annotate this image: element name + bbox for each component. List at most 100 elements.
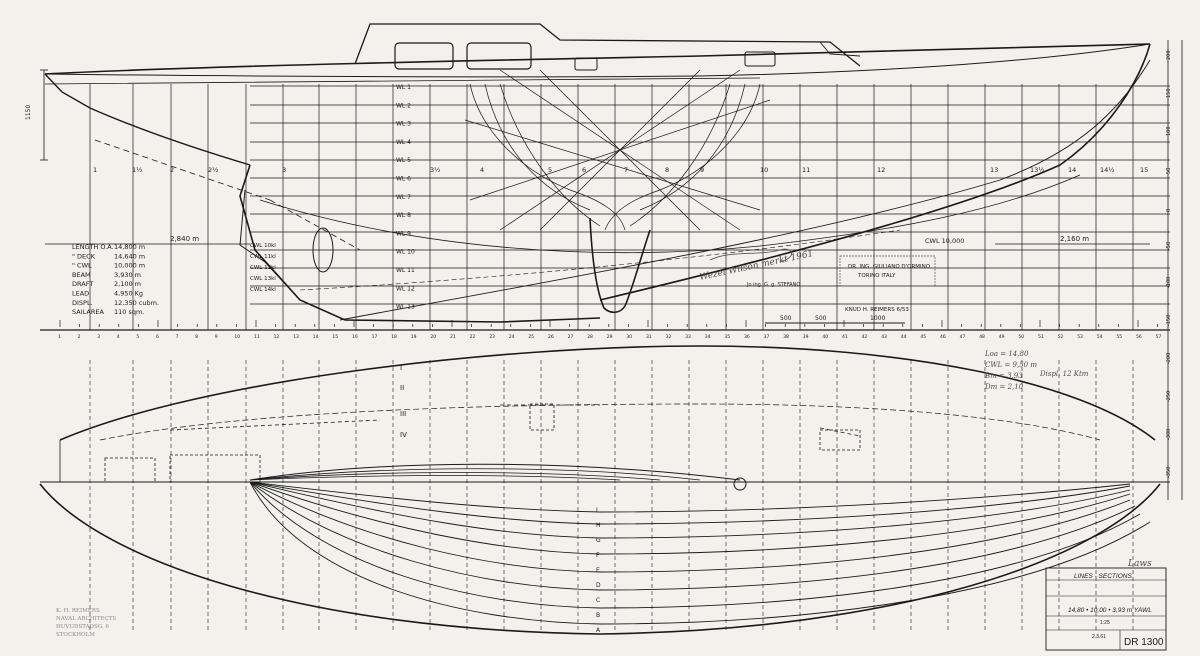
scale-tick-label: 18 bbox=[391, 334, 397, 340]
scale-tick-label: 14 bbox=[313, 334, 319, 340]
scale-tick-label: 23 bbox=[489, 334, 495, 340]
station-label: 7 bbox=[624, 166, 628, 174]
dimension-value: 110 sqm. bbox=[114, 308, 144, 316]
waterline-label: WL 11 bbox=[396, 267, 415, 274]
scale-tick-label: 9 bbox=[215, 334, 218, 340]
station-label: 3 bbox=[282, 166, 286, 174]
scale-tick-label: 50 bbox=[1018, 334, 1024, 340]
dimension-label: DISPL. bbox=[72, 299, 93, 307]
scale-tick-label: 55 bbox=[1116, 334, 1122, 340]
computation-line: Bm = 3,93 bbox=[984, 372, 1023, 380]
scale-tick-label: 12 bbox=[274, 334, 280, 340]
approval-stamp-line2: TORINO ITALY bbox=[857, 273, 896, 279]
cwl-label: CWL 11kl bbox=[250, 254, 276, 260]
scale-tick-label: 39 bbox=[803, 334, 809, 340]
scale-tick-label: 21 bbox=[450, 334, 456, 340]
scale-tick-label: 6 bbox=[156, 334, 159, 340]
scale-bar-500-b: 500 bbox=[815, 315, 827, 322]
station-label: 4 bbox=[480, 166, 484, 174]
station-label: 11 bbox=[802, 166, 810, 174]
scale-tick-label: 31 bbox=[646, 334, 652, 340]
scale-tick-label: 35 bbox=[724, 334, 730, 340]
station-label: 13 bbox=[990, 166, 998, 174]
buttock-letter: A bbox=[596, 627, 601, 634]
scale-tick-label: 11 bbox=[254, 334, 260, 340]
waterline-label: WL 1 bbox=[396, 84, 411, 91]
station-label: 14½ bbox=[1100, 166, 1115, 174]
scale-tick-label: 53 bbox=[1077, 334, 1083, 340]
computation-line: CWL = 9,50 m bbox=[985, 361, 1037, 369]
scale-tick-label: 2 bbox=[78, 334, 81, 340]
drawing-title: LINES - SECTIONS bbox=[1074, 573, 1132, 580]
waterline-label: WL 4 bbox=[396, 139, 411, 146]
plan-station-lines bbox=[89, 360, 1134, 630]
scale-tick-label: 34 bbox=[705, 334, 711, 340]
dimension-label: " DECK bbox=[72, 252, 96, 260]
margin-scale-label: -100 bbox=[1166, 277, 1172, 288]
margin-scale-label: 150 bbox=[1166, 88, 1172, 98]
scale-tick-label: 40 bbox=[822, 334, 828, 340]
station-label: 2½ bbox=[208, 166, 218, 174]
station-grid-verticals bbox=[89, 84, 1134, 330]
title-block: LINES - SECTIONS 14,80 • 10,00 • 3,93 m … bbox=[1045, 559, 1167, 651]
buttock-letter: B bbox=[596, 612, 600, 619]
dimension-value: 4,950 Kg bbox=[114, 290, 143, 298]
cwl-label: CWL 13kl bbox=[250, 276, 276, 282]
scale-tick-label: 1 bbox=[58, 334, 61, 340]
dimension-value: 12,350 cubm. bbox=[114, 299, 159, 307]
scale-tick-label: 36 bbox=[744, 334, 750, 340]
waterline-label: WL 6 bbox=[396, 176, 411, 183]
scale-tick-label: 3 bbox=[97, 334, 100, 340]
section-roman-label: III bbox=[400, 410, 406, 418]
margin-scale-label: -250 bbox=[1166, 391, 1172, 402]
station-label: 15 bbox=[1140, 166, 1148, 174]
designer-stamp-line: STOCKHOLM bbox=[56, 632, 95, 638]
designer-stamp-line: NAVAL ARCHITECTS bbox=[56, 616, 116, 622]
scale-tick-label: 8 bbox=[195, 334, 198, 340]
scale-tick-label: 45 bbox=[920, 334, 926, 340]
section-roman-label: II bbox=[400, 384, 404, 392]
computation-line: Loa = 14,80 bbox=[984, 350, 1029, 358]
station-label: 12 bbox=[877, 166, 885, 174]
scale-tick-label: 26 bbox=[548, 334, 554, 340]
scale-tick-label: 20 bbox=[430, 334, 436, 340]
waterline-label: WL 7 bbox=[396, 194, 411, 201]
station-label: 1 bbox=[93, 166, 97, 174]
margin-scale-label: -200 bbox=[1166, 353, 1172, 364]
waterline-labels: WL 1WL 2WL 3WL 4WL 5WL 6WL 7WL 8WL 9WL 1… bbox=[396, 84, 415, 311]
buttock-letter: F bbox=[596, 552, 600, 559]
scale-tick-label: 47 bbox=[960, 334, 966, 340]
drawing-date: 2.3.61 bbox=[1092, 634, 1106, 640]
cwl-label: CWL 14kl bbox=[250, 287, 276, 293]
scale-tick-label: 29 bbox=[607, 334, 613, 340]
section-roman-label: I bbox=[400, 364, 402, 372]
scale-tick-label: 46 bbox=[940, 334, 946, 340]
scale-tick-label: 37 bbox=[764, 334, 770, 340]
station-label: 10 bbox=[760, 166, 768, 174]
drawing-number: DR 1300 bbox=[1124, 637, 1164, 648]
margin-scale-label: 0 bbox=[1166, 209, 1172, 212]
dimension-label: LENGTH O.A. bbox=[72, 243, 114, 251]
computation-line: Dm = 2,10 bbox=[984, 383, 1024, 391]
margin-scale-label: 50 bbox=[1166, 168, 1172, 174]
scale-tick-label: 24 bbox=[509, 334, 515, 340]
scale-tick-label: 32 bbox=[666, 334, 672, 340]
scale-tick-label: 33 bbox=[685, 334, 691, 340]
knuth-note: KNUD H. REIMERS 6/53 bbox=[845, 307, 909, 313]
scale-tick-label: 28 bbox=[587, 334, 593, 340]
waterline-label: WL 9 bbox=[396, 230, 411, 237]
margin-scale-label: -300 bbox=[1166, 429, 1172, 440]
scale-tick-label: 10 bbox=[234, 334, 240, 340]
stefano-note: Jo ing. G. g. STEFANO bbox=[746, 282, 800, 288]
overhang-fwd-label: 2,840 m bbox=[170, 235, 199, 243]
scale-tick-label: 49 bbox=[999, 334, 1005, 340]
designer-stamp-line: HUVUDSTADSG. 6 bbox=[56, 624, 109, 630]
cwl-label: CWL 10,000 bbox=[925, 237, 964, 245]
approval-stamp-line1: DR. ING. GIULIANO D'ORMINO bbox=[848, 264, 931, 270]
scale-tick-label: 19 bbox=[411, 334, 417, 340]
